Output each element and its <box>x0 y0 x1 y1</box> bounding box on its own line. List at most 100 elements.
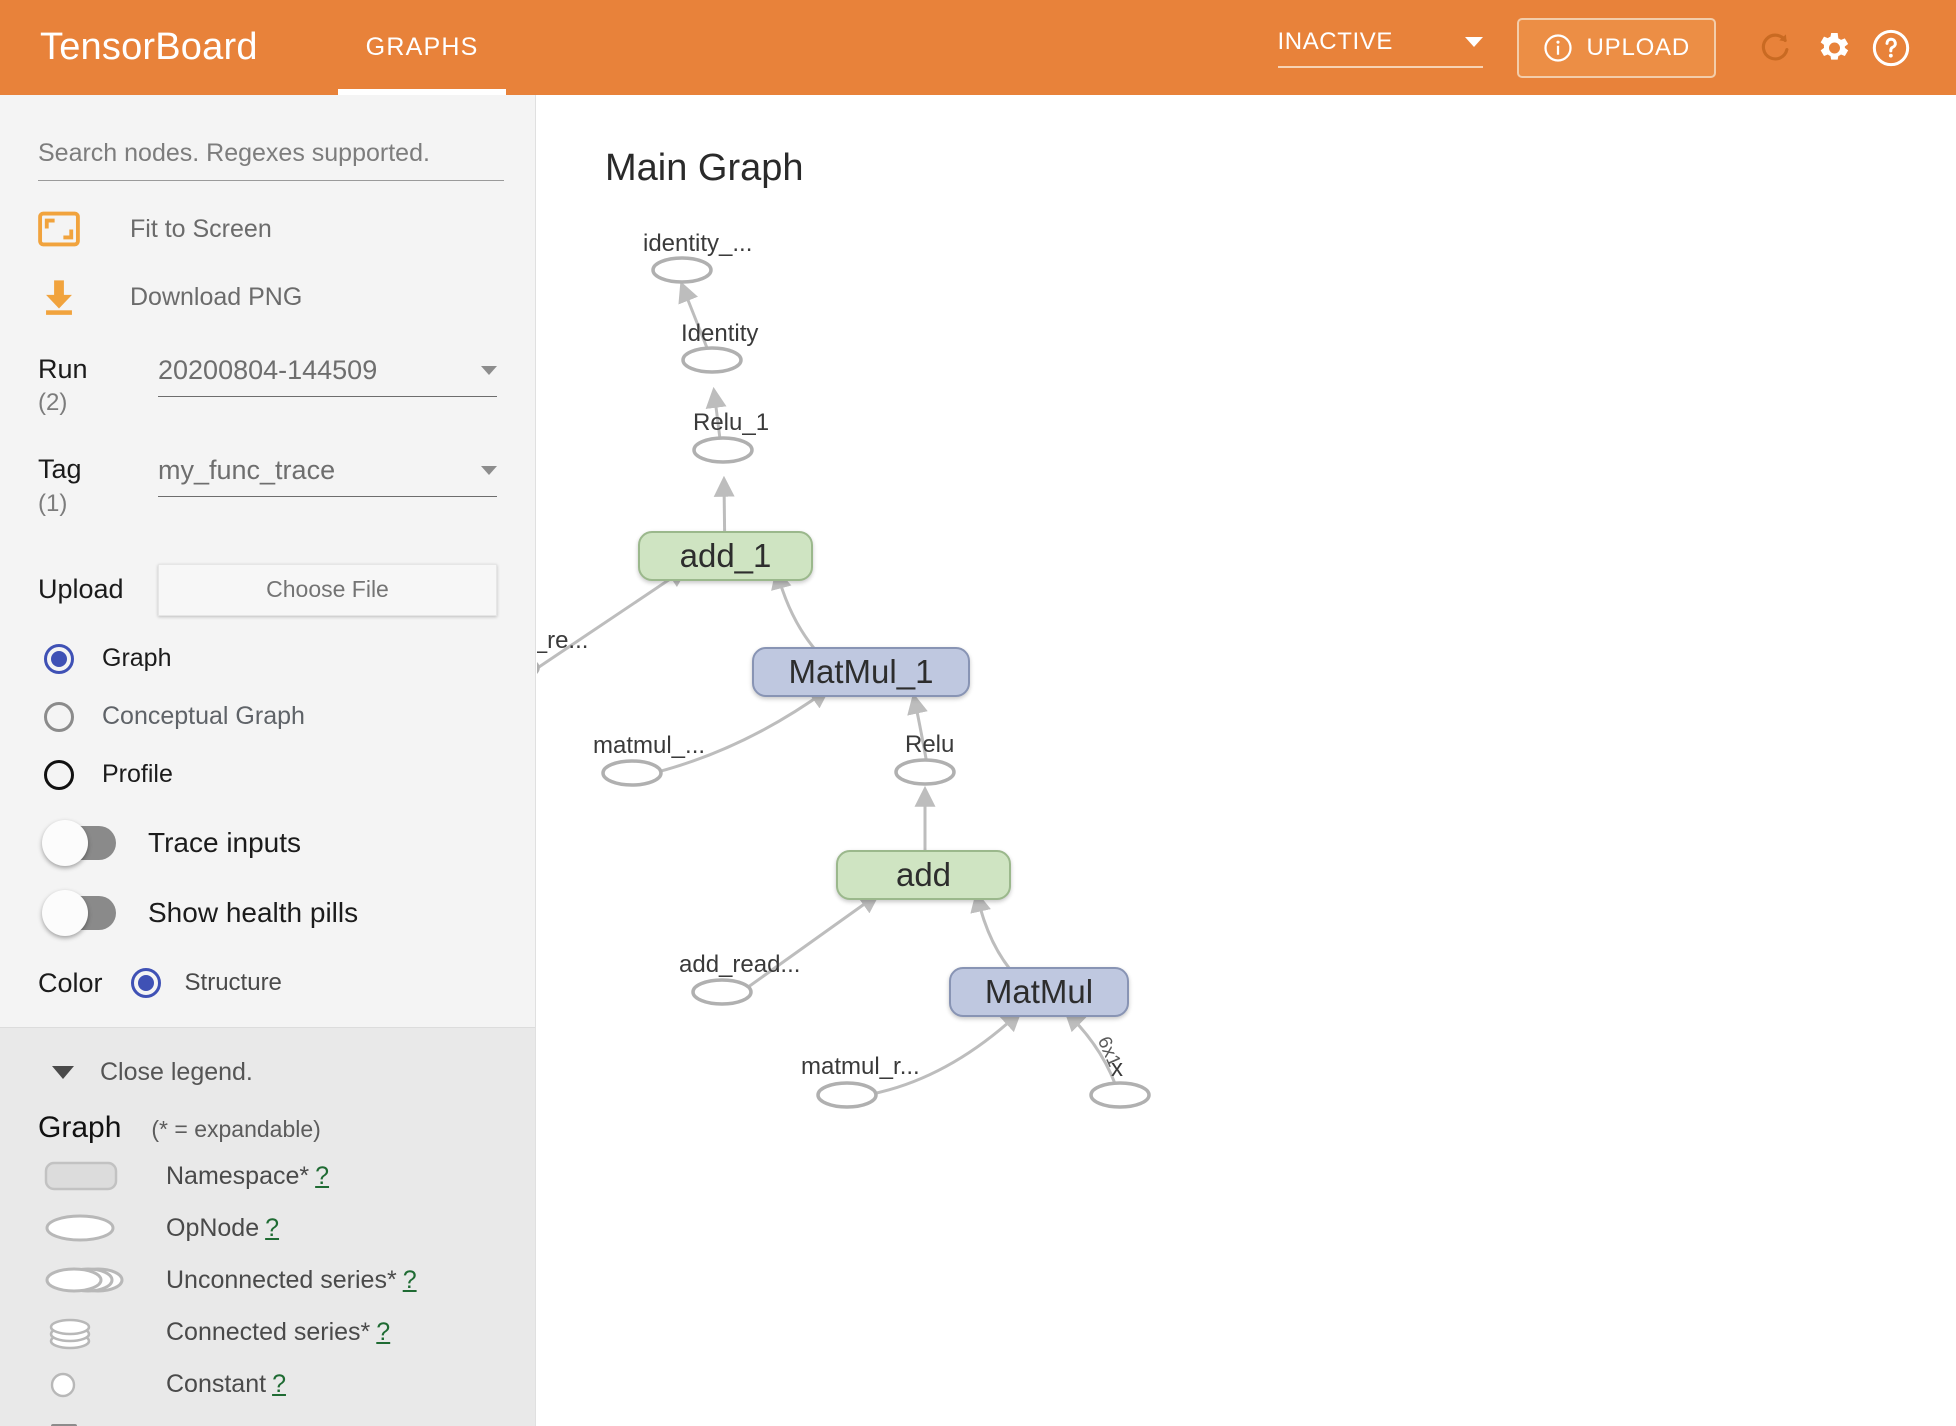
run-count: (2) <box>38 389 68 417</box>
radio-conceptual-graph[interactable]: Conceptual Graph <box>38 701 497 732</box>
graph-node-matmul-1[interactable]: MatMul_1 <box>752 647 970 697</box>
opnode-matmul-read[interactable] <box>816 1081 878 1109</box>
legend-header: Graph (* = expandable) <box>38 1111 497 1145</box>
opnode-relu-1[interactable] <box>692 436 754 464</box>
radio-profile[interactable]: Profile <box>38 759 497 790</box>
help-icon <box>1872 29 1910 66</box>
graph-label-add-1-read: add_1_re... <box>537 627 589 654</box>
gear-icon <box>1820 32 1849 60</box>
opnode-matmul-read-1[interactable] <box>601 759 663 787</box>
radio-graph[interactable]: Graph <box>38 643 497 674</box>
graph-pane: Main Graph <box>537 95 1956 1426</box>
reload-state-select[interactable]: INACTIVE <box>1277 27 1483 68</box>
radio-graph-icon <box>44 643 74 674</box>
app-bar: TensorBoard GRAPHS INACTIVE UPLOAD <box>0 0 1956 95</box>
tag-select[interactable]: my_func_trace <box>158 455 497 498</box>
graph-node-add-1[interactable]: add_1 <box>638 531 813 581</box>
edge-addread-to-add <box>736 892 881 997</box>
tag-count: (1) <box>38 489 68 517</box>
radio-profile-label: Profile <box>102 760 173 789</box>
legend-title: Graph <box>38 1110 122 1144</box>
opnode-swatch-icon <box>44 1212 136 1246</box>
app-brand: TensorBoard <box>40 26 258 68</box>
page-title: Main Graph <box>605 147 804 189</box>
legend-text-namespace: Namespace* <box>166 1162 310 1191</box>
legend-item-namespace: Namespace*? <box>38 1157 497 1197</box>
radio-profile-icon <box>44 759 74 790</box>
color-label: Color <box>38 967 103 998</box>
toggle-trace-inputs-label: Trace inputs <box>148 826 302 858</box>
help-link-unconnected-series[interactable]: ? <box>402 1266 417 1295</box>
graph-canvas[interactable] <box>537 95 1956 1426</box>
app-bar-actions: INACTIVE UPLOAD <box>1277 17 1956 78</box>
legend-item-opnode: OpNode? <box>38 1209 497 1249</box>
color-row: Color Structure <box>38 968 497 1027</box>
graph-label-identity: Identity <box>681 320 759 347</box>
tab-graphs[interactable]: GRAPHS <box>337 0 507 95</box>
run-value: 20200804-144509 <box>158 355 378 385</box>
settings-button[interactable] <box>1804 19 1862 77</box>
opnode-add-1-read[interactable] <box>537 656 540 680</box>
radio-color-structure-icon[interactable] <box>130 968 161 999</box>
legend-label-connected-series: Connected series*? <box>166 1318 390 1347</box>
search-row <box>38 95 504 181</box>
close-legend-button[interactable]: Close legend. <box>38 1058 497 1087</box>
graph-node-add[interactable]: add <box>836 850 1011 900</box>
graph-opnodes <box>537 256 1151 1109</box>
legend-text-unconnected-series: Unconnected series* <box>166 1266 397 1295</box>
toggle-health-pills[interactable]: Show health pills <box>38 889 497 936</box>
legend-text-connected-series: Connected series* <box>166 1318 371 1347</box>
legend-item-connected-series: Connected series*? <box>38 1313 497 1353</box>
help-link-opnode[interactable]: ? <box>265 1214 280 1243</box>
download-icon <box>38 277 100 317</box>
radio-conceptual-graph-label: Conceptual Graph <box>102 702 305 731</box>
edge-add1read-to-add1 <box>537 566 689 671</box>
upload-button-label: UPLOAD <box>1586 33 1690 61</box>
search-input[interactable] <box>38 135 504 181</box>
graph-label-identity-1: identity_... <box>643 230 753 257</box>
opnode-x[interactable] <box>1089 1081 1151 1109</box>
refresh-button[interactable] <box>1746 19 1804 77</box>
download-png-label: Download PNG <box>130 282 303 311</box>
run-select[interactable]: 20200804-144509 <box>158 355 497 397</box>
legend-label-constant: Constant? <box>166 1370 286 1399</box>
upload-field: Upload Choose File <box>38 563 497 616</box>
legend-label-opnode: OpNode? <box>166 1214 279 1243</box>
graph-label-add-read: add_read... <box>679 951 801 978</box>
chevron-down-icon <box>481 466 497 476</box>
chevron-down-icon <box>481 366 497 375</box>
help-link-constant[interactable]: ? <box>272 1370 286 1399</box>
fit-to-screen-button[interactable]: Fit to Screen <box>38 211 497 247</box>
summary-swatch-icon <box>44 1420 136 1426</box>
graph-label-relu-1: Relu_1 <box>693 409 770 436</box>
opnode-identity[interactable] <box>681 346 743 374</box>
constant-swatch-icon <box>44 1368 136 1402</box>
graph-node-matmul[interactable]: MatMul <box>949 967 1129 1017</box>
legend-note: (* = expandable) <box>151 1115 321 1142</box>
opnode-identity-1[interactable] <box>651 256 713 284</box>
info-icon <box>1543 33 1572 62</box>
help-link-namespace[interactable]: ? <box>315 1162 330 1191</box>
run-label-col: Run (2) <box>38 355 158 417</box>
help-button[interactable] <box>1862 19 1920 77</box>
connected-series-swatch-icon <box>44 1314 136 1352</box>
toggle-trace-inputs[interactable]: Trace inputs <box>38 819 497 866</box>
opnode-relu[interactable] <box>894 758 956 786</box>
opnode-add-read[interactable] <box>691 978 753 1006</box>
tag-label-col: Tag (1) <box>38 455 158 517</box>
legend-panel: Close legend. Graph (* = expandable) Nam… <box>0 1026 535 1426</box>
choose-file-button[interactable]: Choose File <box>158 563 497 616</box>
upload-button[interactable]: UPLOAD <box>1516 17 1716 78</box>
reload-state-label: INACTIVE <box>1277 27 1393 55</box>
sidebar: Fit to Screen Download PNG Run (2) 20200… <box>0 95 536 1426</box>
namespace-swatch-icon <box>44 1160 136 1194</box>
toggle-health-pills-switch <box>42 889 116 936</box>
help-link-connected-series[interactable]: ? <box>376 1318 391 1347</box>
toggle-trace-inputs-switch <box>42 819 116 866</box>
help-link-summary[interactable]: ? <box>279 1422 293 1426</box>
download-png-button[interactable]: Download PNG <box>38 277 497 317</box>
tag-value: my_func_trace <box>158 455 336 486</box>
close-legend-label: Close legend. <box>100 1057 253 1086</box>
radio-conceptual-graph-icon <box>44 701 74 732</box>
legend-text-constant: Constant <box>166 1370 267 1399</box>
